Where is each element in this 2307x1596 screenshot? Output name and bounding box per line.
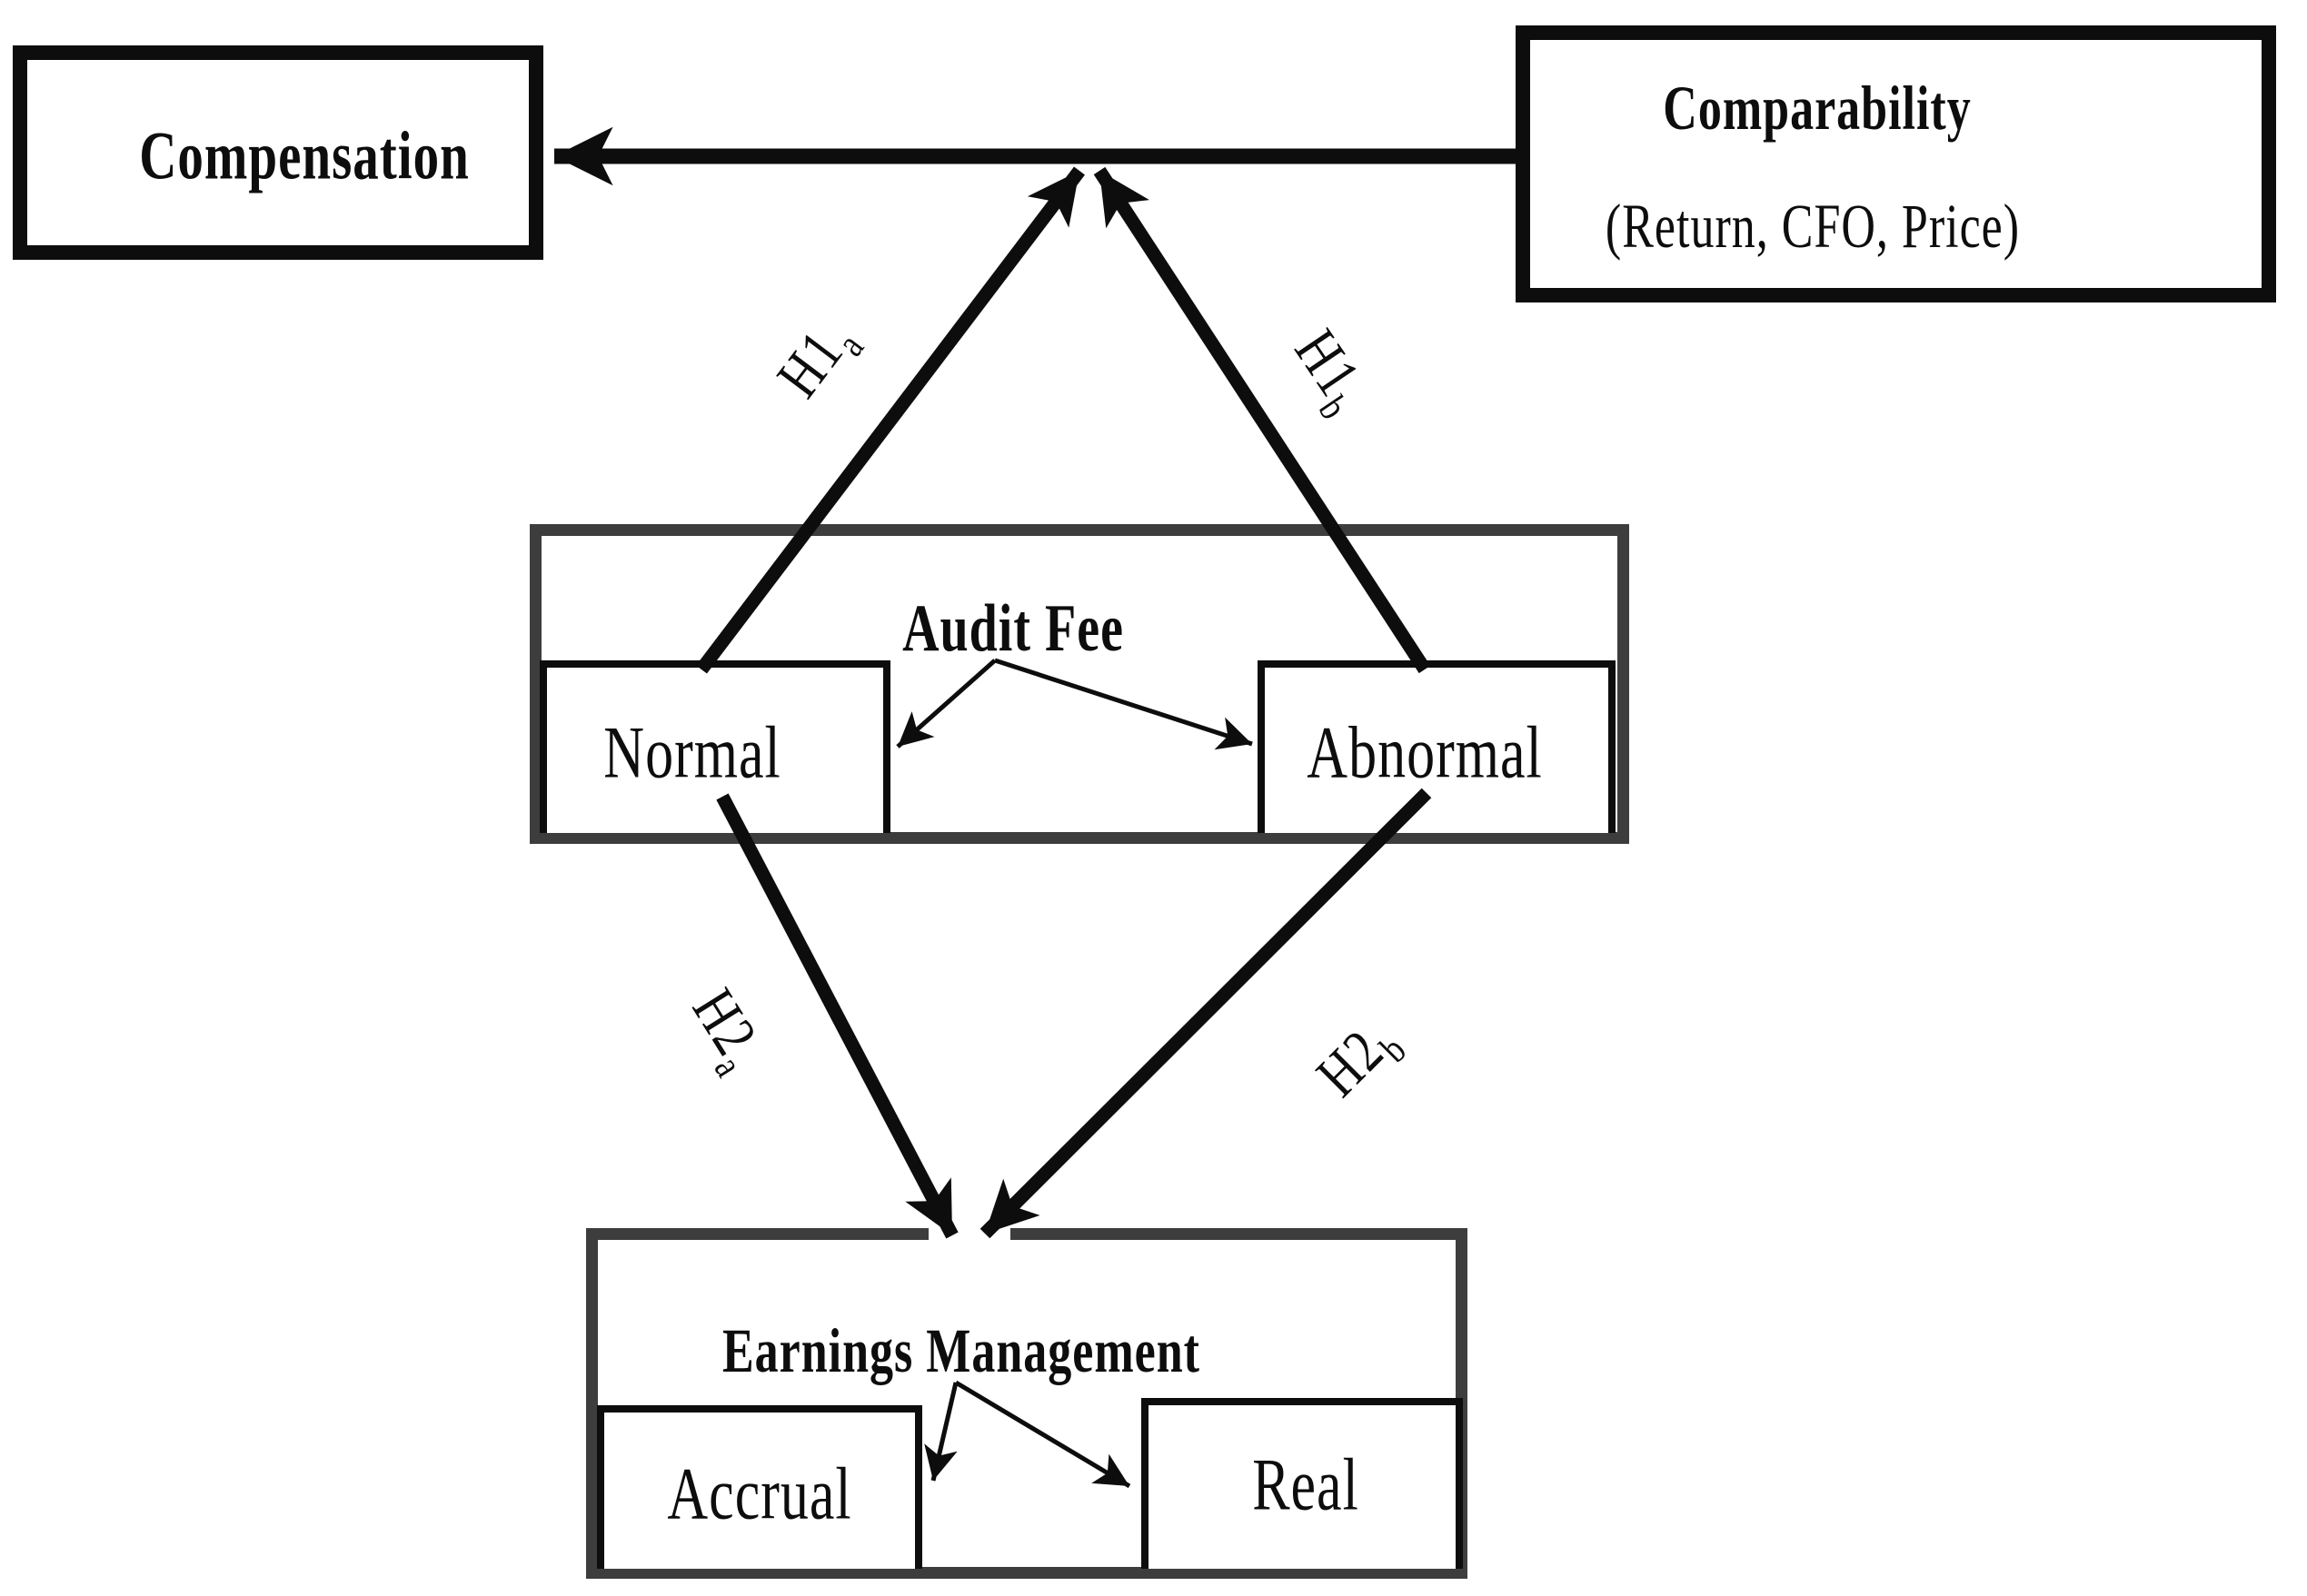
h1b-arrow — [1093, 166, 1431, 674]
audit-fee-to-abnormal-arrow — [994, 658, 1253, 750]
audit-fee-to-normal-arrow — [896, 659, 997, 748]
comparability-title: Comparability — [1663, 74, 1972, 144]
real-box — [1141, 1398, 1463, 1569]
audit-fee-title: Audit Fee — [902, 591, 1124, 666]
accrual-label: Accrual — [667, 1453, 852, 1536]
compensation-label: Compensation — [139, 118, 470, 194]
h2b-arrow — [979, 788, 1432, 1239]
normal-fee-box — [540, 660, 890, 833]
comparability-box — [1516, 25, 2276, 302]
compensation-box — [13, 45, 543, 260]
accrual-box — [597, 1405, 922, 1569]
earnings-to-accrual-arrow — [924, 1382, 959, 1482]
h2a-arrow — [716, 793, 959, 1239]
abnormal-fee-label: Abnormal — [1307, 712, 1543, 795]
earnings-management-title: Earnings Management — [722, 1317, 1200, 1386]
earnings-to-real-arrow — [954, 1380, 1131, 1489]
comparability-subtitle: (Return, CFO, Price) — [1605, 193, 2021, 262]
h1a-arrow — [696, 166, 1085, 674]
abnormal-fee-box — [1258, 660, 1616, 833]
real-label: Real — [1252, 1444, 1359, 1527]
earnings-management-outer-box — [586, 1228, 1467, 1579]
normal-fee-label: Normal — [603, 712, 781, 795]
